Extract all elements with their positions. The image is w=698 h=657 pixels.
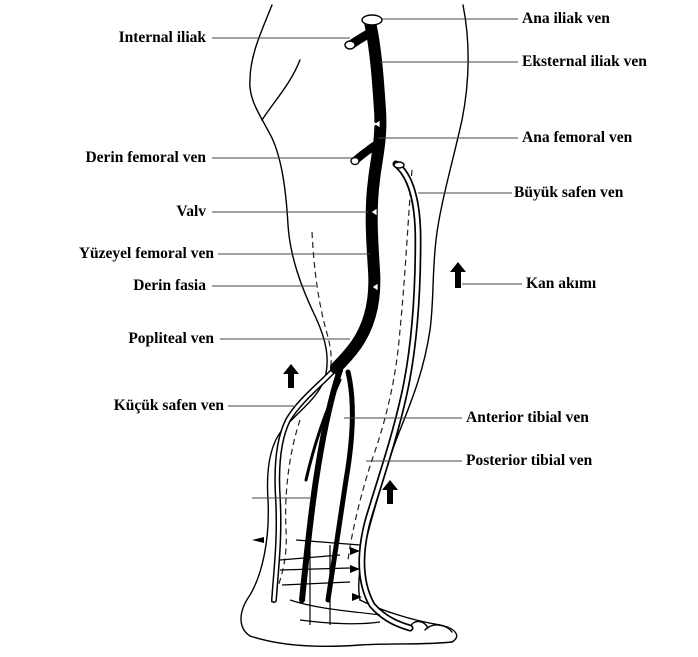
label-eksternal-iliak-ven: Eksternal iliak ven [522, 53, 647, 71]
label-yuzeyel-femoral-ven: Yüzeyel femoral ven [4, 245, 214, 263]
label-kan-akimi: Kan akımı [526, 275, 596, 293]
fascia-marker-icon [350, 547, 360, 555]
label-kucuk-safen-ven: Küçük safen ven [20, 397, 224, 415]
label-ana-femoral-ven: Ana femoral ven [522, 129, 632, 147]
label-ana-iliak-ven: Ana iliak ven [522, 10, 610, 28]
flow-arrow-icon [382, 480, 398, 504]
fascia-marker-icon [252, 537, 264, 543]
label-internal-iliak: Internal iliak [20, 29, 206, 47]
label-valv: Valv [20, 203, 206, 221]
label-popliteal-ven: Popliteal ven [20, 330, 214, 348]
label-posterior-tibial-ven: Posterior tibial ven [466, 452, 592, 470]
label-derin-fasia: Derin fasia [20, 277, 206, 295]
label-derin-femoral-ven: Derin femoral ven [10, 149, 206, 167]
label-anterior-tibial-ven: Anterior tibial ven [466, 409, 589, 427]
flow-arrow-icon [283, 364, 299, 388]
label-buyuk-safen-ven: Büyük safen ven [514, 184, 623, 202]
